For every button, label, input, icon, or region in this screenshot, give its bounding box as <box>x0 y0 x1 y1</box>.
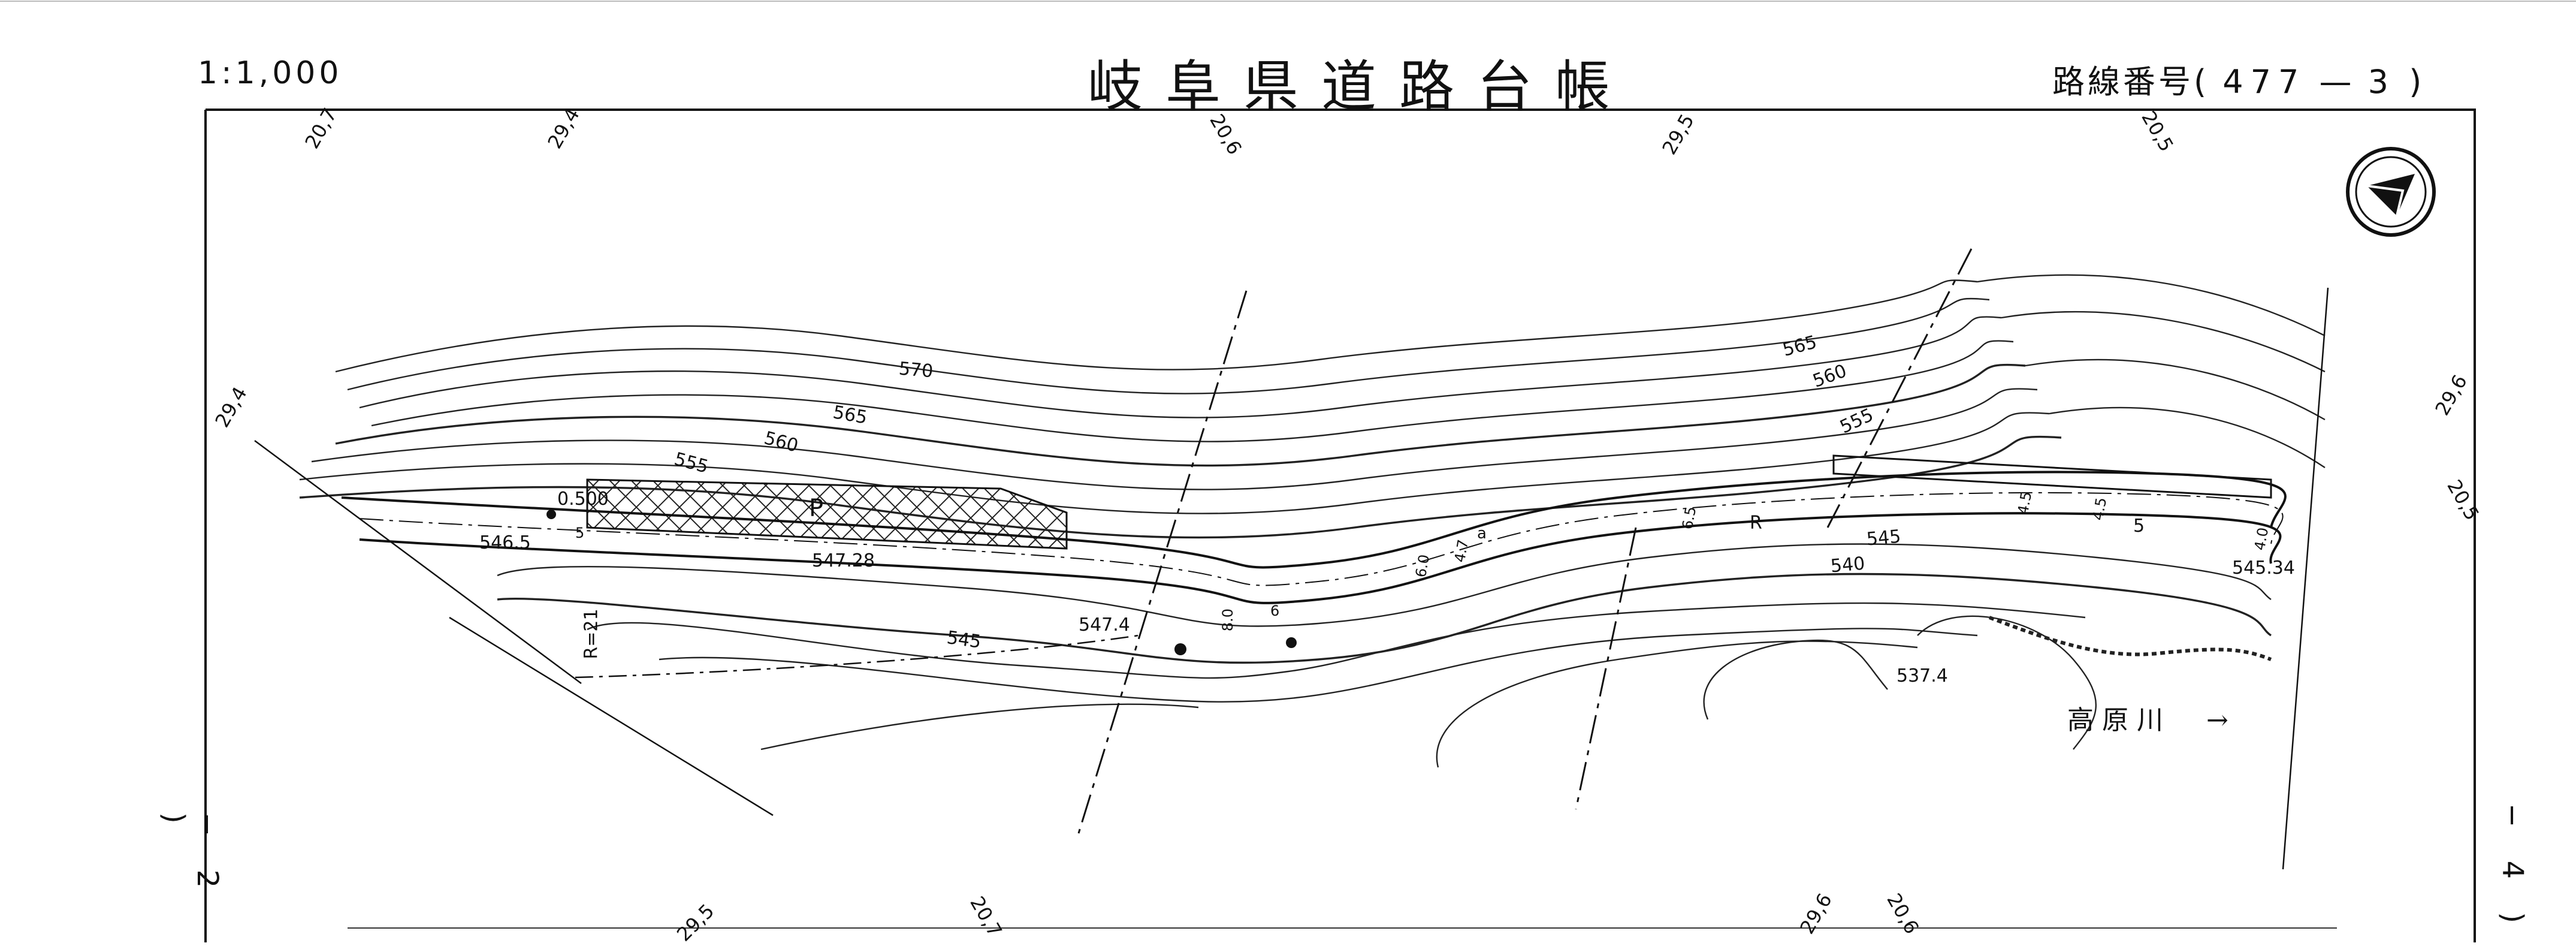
elevation-label: 547.4 <box>1079 614 1130 635</box>
route-dash: — <box>2319 63 2355 101</box>
scale-label: 1:1,000 <box>198 55 343 91</box>
river-flow-arrow-icon: → <box>2206 705 2237 736</box>
river-name: 高原川 → <box>2067 698 2237 737</box>
route-prefix: 路線番号( <box>2052 63 2210 101</box>
page-title: 岐阜県道路台帳 <box>1088 55 1633 119</box>
elevation-label: 545.34 <box>2232 558 2295 579</box>
route-number: 路線番号( 477 — 3 ) <box>2052 55 2424 103</box>
feature-mark: a <box>1477 525 1487 543</box>
survey-points <box>546 510 1297 655</box>
north-arrow-icon <box>2346 147 2436 237</box>
lower-contours <box>497 543 2272 768</box>
dimension-label: 8.0 <box>1219 608 1237 632</box>
dimension-label: 5 <box>2133 516 2145 537</box>
elevation-label: 546.5 <box>479 532 531 553</box>
sheet-ref-left: − 2 ) <box>157 812 224 900</box>
section-lines <box>254 287 2329 870</box>
contour-label: 545 <box>1865 526 1902 550</box>
radius-label: R=21 <box>581 608 602 659</box>
sheet-ref-right: − 4 ) <box>2496 803 2529 935</box>
route-suffix: ) <box>2409 63 2425 101</box>
map-frame <box>204 109 2476 942</box>
river-bank <box>1988 616 2272 661</box>
dimension-label: 5 <box>575 525 585 541</box>
guardrail <box>1832 454 2272 499</box>
river-name-text: 高原川 <box>2067 705 2172 736</box>
road-radius-label: R <box>1750 513 1762 534</box>
chainage-lines <box>1077 248 1973 834</box>
elevation-label: 547.28 <box>812 550 875 571</box>
dimension-label: 6 <box>1270 602 1280 619</box>
parking-label: P <box>809 495 824 522</box>
contour-label: 570 <box>898 358 934 382</box>
contour-label: 540 <box>1829 553 1866 577</box>
route-sub: 3 <box>2367 63 2396 101</box>
elevation-label: 537.4 <box>1896 665 1948 686</box>
boundary-line <box>575 634 1139 679</box>
elevation-label: 0.500 <box>557 489 609 510</box>
route-main: 477 <box>2222 63 2306 101</box>
road-centerline <box>359 492 2284 586</box>
